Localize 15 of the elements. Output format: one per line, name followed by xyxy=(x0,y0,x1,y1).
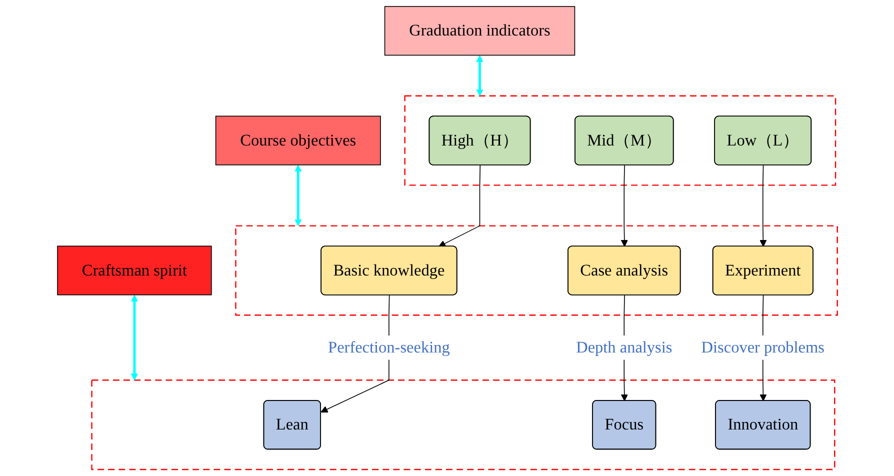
arrow xyxy=(438,164,480,247)
node-box: Graduation indicators xyxy=(384,6,575,56)
edge-label: Discover problems xyxy=(700,338,824,357)
edge-label: Depth analysis xyxy=(576,338,672,357)
cluster xyxy=(90,380,835,470)
arrow xyxy=(130,294,138,380)
arrow xyxy=(294,164,302,226)
cluster xyxy=(404,95,836,186)
node-box: Course objectives xyxy=(214,116,380,166)
arrow xyxy=(620,164,628,247)
cluster xyxy=(234,225,838,316)
arrow xyxy=(476,55,483,96)
edge-label: Perfection-seeking xyxy=(328,338,450,357)
node-box: Craftsman spirit xyxy=(56,246,212,296)
arrow xyxy=(759,164,766,247)
